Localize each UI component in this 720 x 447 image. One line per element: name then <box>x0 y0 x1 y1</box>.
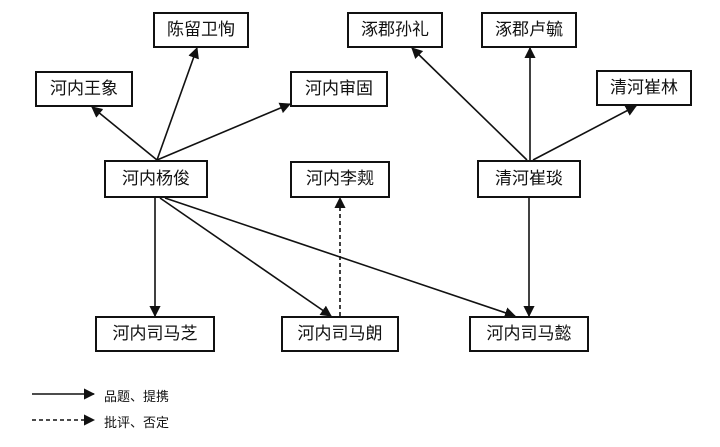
legend-dashed-label: 批评、否定 <box>104 416 170 431</box>
node-he-nei-li-gui: 河内李觌 <box>290 161 390 198</box>
edge-yangjun-to-shengu <box>156 102 292 161</box>
node-zhuo-jun-lu-yu: 涿郡卢毓 <box>481 12 577 48</box>
node-chen-liu-wei-xun: 陈留卫恂 <box>153 12 249 48</box>
node-he-nei-yang-jun: 河内杨俊 <box>104 160 208 198</box>
edge-yangjun-to-weixun <box>156 46 199 161</box>
node-qing-he-cui-yan: 清河崔琰 <box>477 160 581 198</box>
node-he-nei-wang-xiang: 河内王象 <box>35 71 133 107</box>
node-qing-he-cui-lin: 清河崔林 <box>596 70 692 106</box>
edge-cuiyan-to-sunli <box>411 47 528 161</box>
node-he-nei-shen-gu: 河内审固 <box>290 71 388 107</box>
edge-cuiyan-to-cuilin <box>532 105 637 161</box>
node-he-nei-sima-lang: 河内司马朗 <box>281 316 399 352</box>
node-zhuo-jun-sun-li: 涿郡孙礼 <box>347 12 443 48</box>
legend-solid-label: 品题、提携 <box>104 390 170 405</box>
edge-yangjun-to-wangxiang <box>91 106 158 161</box>
node-he-nei-sima-zhi: 河内司马芝 <box>95 316 215 352</box>
node-he-nei-sima-yi: 河内司马懿 <box>469 316 589 352</box>
edge-yangjun-to-simalang <box>159 197 332 317</box>
